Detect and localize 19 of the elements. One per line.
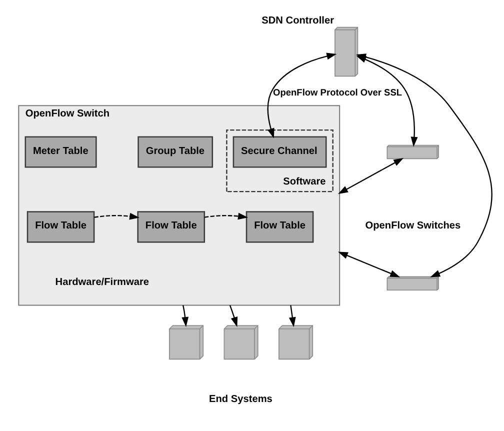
- node-label: SDN Controller: [262, 15, 334, 26]
- arrow: [204, 212, 248, 220]
- arrow: [267, 52, 337, 138]
- node-box: Secure Channel: [232, 136, 327, 168]
- arrow: [94, 212, 140, 220]
- arrow: [338, 157, 404, 194]
- arrow: [182, 304, 189, 326]
- label: Hardware/Firmware: [55, 276, 150, 288]
- arrow: [338, 251, 400, 277]
- node-box: Flow Table: [26, 210, 95, 242]
- arrow: [229, 304, 238, 326]
- arrow: [288, 304, 296, 327]
- node-box: Group Table: [138, 136, 214, 168]
- label: OpenFlow Switches: [365, 220, 461, 232]
- label: End Systems: [209, 394, 272, 405]
- node-box: Flow Table: [137, 210, 206, 242]
- edge-label: OpenFlow Protocol Over SSL: [273, 86, 402, 97]
- node-box: Meter Table: [24, 136, 97, 168]
- node-box: Flow Table: [246, 210, 314, 242]
